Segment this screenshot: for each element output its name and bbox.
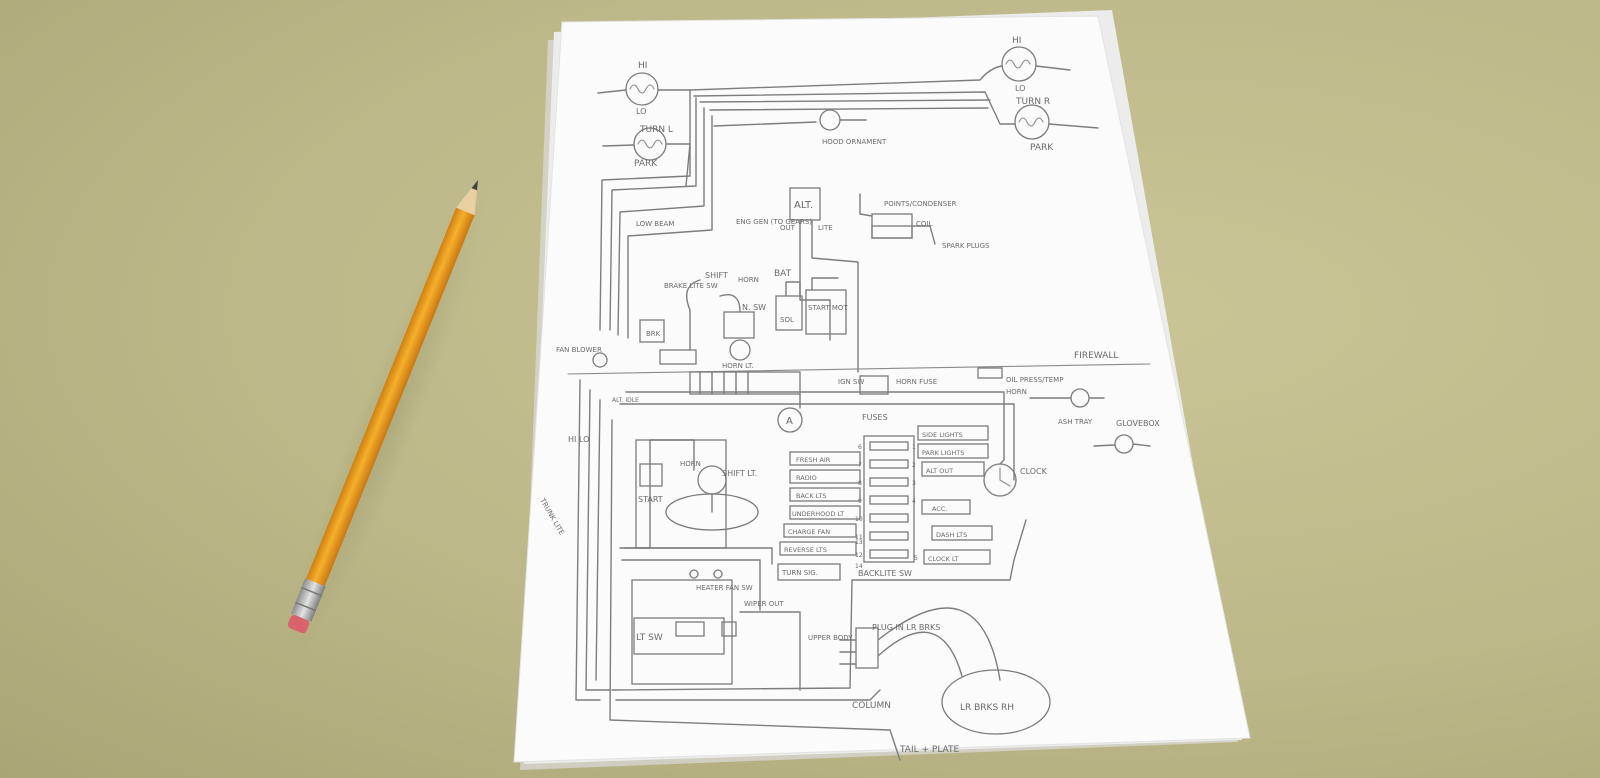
fuse-num-10: 10 — [855, 516, 863, 523]
label-ash-tray: ASH TRAY — [1058, 418, 1093, 426]
fuse-num-8: 8 — [858, 480, 862, 487]
label-fuses: FUSES — [862, 413, 888, 422]
label-horn-eng: HORN — [738, 276, 759, 284]
fuse-label-right-2: ALT OUT — [926, 467, 953, 475]
label-hood-ornament: HOOD ORNAMENT — [822, 138, 887, 146]
left-turn-lamp — [602, 127, 691, 161]
fuse-num-1: 1 — [912, 444, 916, 451]
label-left-lo: LO — [636, 107, 646, 116]
fuse-num-7: 7 — [858, 462, 862, 469]
label-shift: SHIFT — [705, 271, 728, 280]
label-alt-out: OUT — [780, 224, 796, 232]
fuse-num-6: 6 — [858, 444, 862, 451]
fuse-label-left-4: CHARGE FAN — [788, 528, 830, 536]
label-lt-sw: LT SW — [636, 633, 663, 643]
label-shift-lt: SHIFT LT. — [722, 469, 757, 478]
label-glovebox: GLOVEBOX — [1116, 419, 1160, 428]
label-spark-plugs: SPARK PLUGS — [942, 242, 990, 250]
label-oil-press: OIL PRESS/TEMP — [1006, 376, 1063, 384]
label-eng-gen: ENG GEN (TO GEARS) — [736, 218, 812, 226]
fuse-block — [863, 435, 915, 563]
label-firewall: FIREWALL — [1074, 351, 1118, 361]
label-horn-fuse: HORN FUSE — [896, 378, 937, 386]
label-plug-in: PLUG IN LR BRKS — [872, 623, 940, 632]
label-hi-lo: HI LO — [568, 435, 589, 444]
label-horn-small: HORN — [680, 460, 701, 468]
label-tail-plate: TAIL + PLATE — [899, 745, 959, 755]
label-right-hi: HI — [1012, 36, 1021, 46]
fuse-label-left-2: BACK LTS — [796, 492, 826, 500]
label-low-beam: LOW BEAM — [636, 220, 674, 228]
label-upper-body: UPPER BODY — [808, 634, 853, 642]
fuse-label-right-4: DASH LTS — [936, 531, 967, 539]
fuse-label-right-3: ACC. — [932, 505, 947, 513]
right-turn-lamp — [1014, 104, 1099, 140]
label-brake-lite-sw: BRAKE LITE SW — [664, 282, 718, 290]
label-right-lo: LO — [1015, 84, 1025, 93]
fuse-label-right-5: CLOCK LT — [928, 555, 959, 563]
label-alt-lite: LITE — [818, 224, 833, 232]
label-heater-fan-sw: HEATER FAN SW — [696, 584, 753, 592]
fuse-num-9: 9 — [858, 498, 862, 505]
label-points: POINTS/CONDENSER — [884, 200, 957, 208]
fuse-num-13: 13 — [855, 539, 863, 546]
label-start-mot: START MOT — [808, 304, 848, 312]
pencil — [284, 180, 488, 665]
label-alt-idle: ALT. IDLE — [612, 397, 639, 404]
fuse-label-left-5: REVERSE LTS — [784, 546, 827, 554]
fuse-num-2: 2 — [912, 462, 916, 469]
label-turn-r: TURN R — [1015, 97, 1050, 107]
fuse-label-right-0: SIDE LIGHTS — [922, 431, 963, 439]
fuse-num-5: 5 — [914, 555, 918, 562]
label-ign-sw: IGN SW — [838, 378, 864, 386]
label-start: START — [638, 495, 663, 504]
label-column: COLUMN — [852, 701, 891, 711]
fuse-num-11: 11 — [855, 534, 863, 541]
fuse-label-left-0: FRESH AIR — [796, 456, 831, 464]
label-horn-dash: HORN — [1006, 388, 1027, 396]
label-park-r: PARK — [1030, 143, 1054, 153]
left-hi-lamp — [597, 72, 691, 106]
label-alt: ALT. — [794, 200, 813, 211]
label-backlite-sw: BACKLITE SW — [858, 569, 912, 578]
label-sol: SOL — [780, 316, 794, 324]
hood-ornament-lamp — [819, 109, 867, 131]
label-horn-lt: HORN LT. — [722, 362, 754, 370]
fuse-label-left-6: TURN SIG. — [781, 569, 818, 577]
fuse-num-3: 3 — [912, 480, 916, 487]
fuse-label-right-1: PARK LIGHTS — [922, 449, 964, 457]
label-clock: CLOCK — [1020, 467, 1048, 476]
label-left-hi: HI — [638, 61, 647, 71]
label-turn-l: TURN L — [639, 125, 673, 135]
label-bat: BAT — [774, 269, 792, 279]
fuse-label-left-3: UNDERHOOD LT — [792, 510, 844, 518]
fuse-num-12: 12 — [855, 552, 863, 559]
label-park-l: PARK — [634, 159, 658, 169]
label-ammeter: A — [786, 416, 793, 427]
label-wiper-out: WIPER OUT — [744, 600, 784, 608]
right-hi-lamp — [1001, 46, 1071, 82]
label-n-sw: N. SW — [742, 303, 766, 312]
paper-sheet — [513, 15, 1251, 763]
fuse-num-14: 14 — [855, 563, 863, 570]
paper-stack — [513, 10, 1251, 770]
fuse-num-4: 4 — [912, 498, 916, 505]
label-fan-blower: FAN BLOWER — [556, 346, 602, 354]
label-brk: BRK — [646, 330, 661, 338]
fuse-label-left-1: RADIO — [796, 474, 817, 482]
wiring-diagram — [567, 46, 1151, 761]
diagram-labels: HI LO HI LO TURN L PARK TURN R PARK HOOD… — [538, 36, 1160, 755]
pencil-eraser — [287, 615, 310, 634]
label-coil: COIL — [916, 220, 932, 228]
label-lr-brks-rh: LR BRKS RH — [960, 703, 1014, 713]
